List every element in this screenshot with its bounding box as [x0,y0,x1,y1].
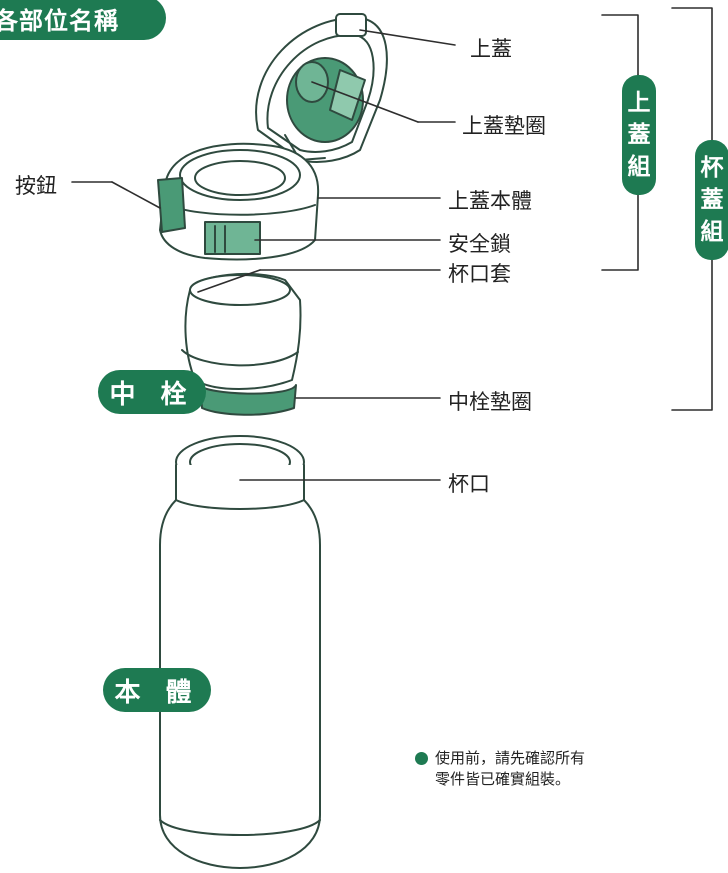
note-line-2: 零件皆已確實組裝。 [435,770,571,788]
label-safety-lock: 安全鎖 [448,232,511,256]
safety-lock-shape [204,221,261,255]
cup-lid-group-badge: 杯 蓋 組 [695,140,728,260]
assembly-note: 使用前，請先確認所有 零件皆已確實組裝。 [415,748,585,790]
stopper-section-badge: 中 栓 [98,370,206,414]
page-title: 各部位名稱 [0,0,166,40]
button-shape [157,177,186,233]
lid-group-char-2: 蓋 [627,122,651,148]
label-top-lid-gasket: 上蓋墊圈 [462,114,546,138]
label-top-lid: 上蓋 [470,37,512,61]
label-button: 按鈕 [15,174,57,198]
label-mouth: 杯口 [448,472,490,496]
note-line-1: 使用前，請先確認所有 [435,749,586,767]
stopper-gasket-shape [199,384,297,416]
body-section-badge: 本 體 [103,668,211,712]
bullet-icon [415,752,428,765]
cup-lid-group-char-2: 蓋 [700,187,724,213]
bottle-body-shape [159,464,321,869]
cup-lid-group-char-1: 杯 [700,155,724,181]
cup-lid-group-char-3: 組 [700,219,724,245]
label-mouth-cover: 杯口套 [448,262,511,286]
label-stopper-gasket: 中栓墊圈 [448,390,532,414]
label-top-lid-body: 上蓋本體 [448,189,532,213]
lid-group-badge: 上 蓋 組 [622,75,656,195]
lid-group-char-1: 上 [627,90,651,116]
lid-group-char-3: 組 [627,154,651,180]
